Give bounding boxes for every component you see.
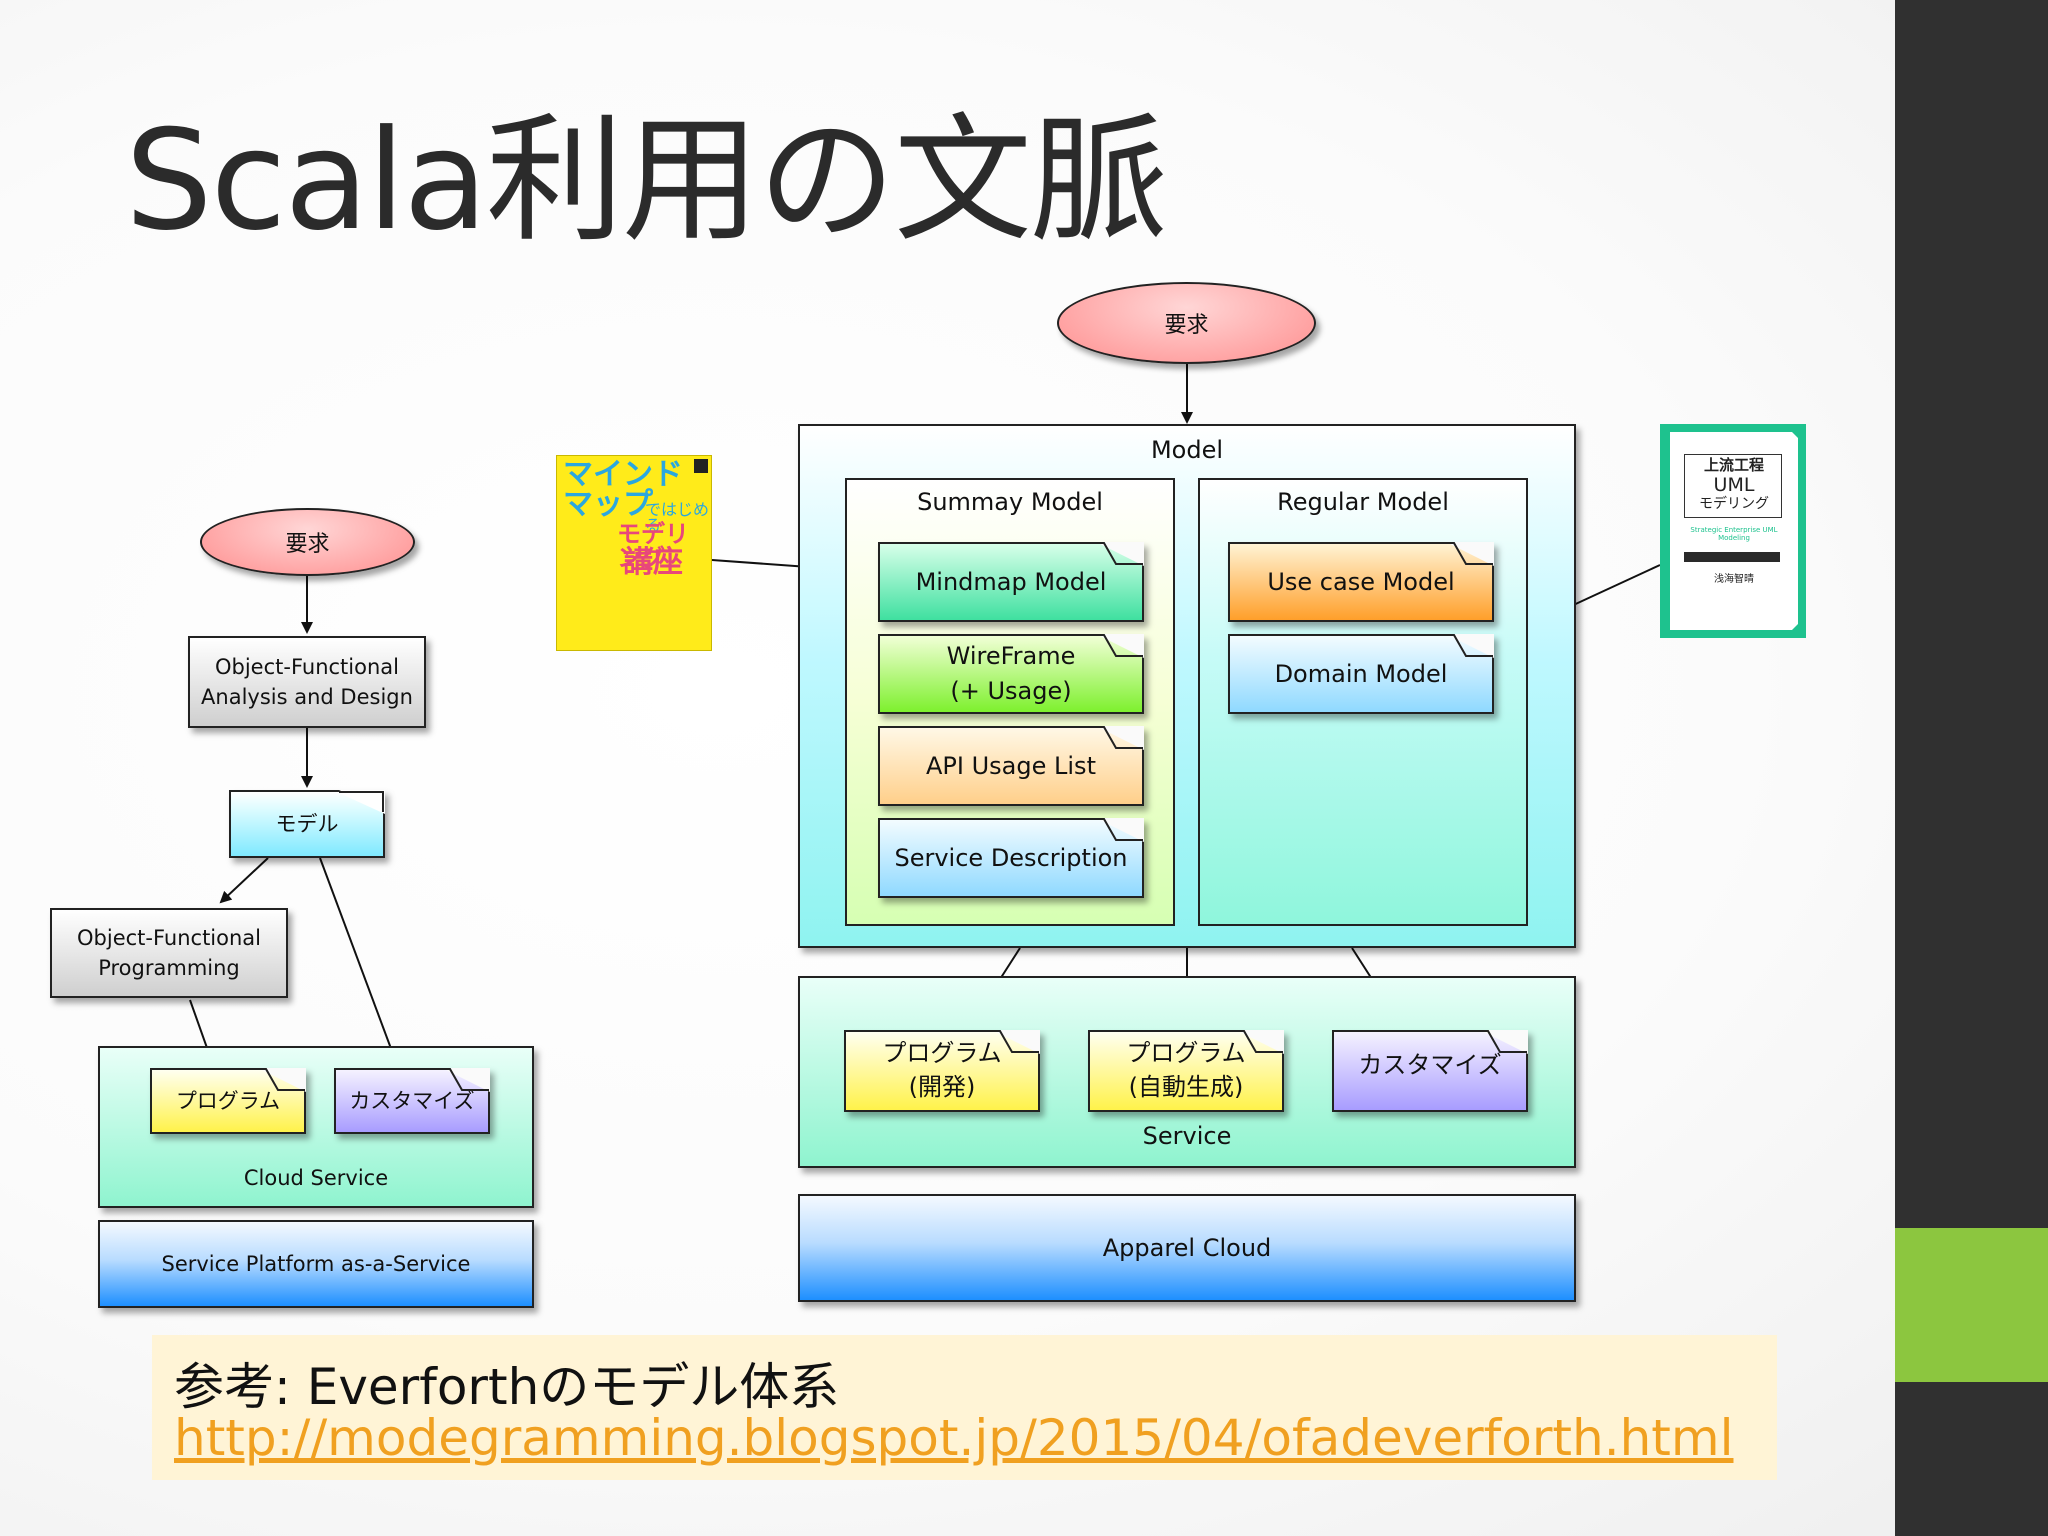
note-fold-icon	[258, 1068, 306, 1092]
slide-title: Scala利用の文脈	[125, 100, 1168, 261]
spaas-label: Service Platform as-a-Service	[161, 1252, 471, 1276]
book-title-line3: ではじめる	[645, 500, 710, 535]
mindmap-model-note: Mindmap Model	[878, 542, 1144, 622]
summary-model-label: Summay Model	[917, 488, 1103, 516]
note-fold-icon	[1446, 634, 1494, 658]
spaas-box: Service Platform as-a-Service	[98, 1220, 534, 1308]
customize-note-left: カスタマイズ	[334, 1068, 490, 1134]
domain-model-note: Domain Model	[1228, 634, 1494, 714]
ofad-box: Object-Functional Analysis and Design	[188, 636, 426, 728]
uml-title-line1: 上流工程	[1703, 456, 1764, 474]
cloud-service-label: Cloud Service	[243, 1166, 389, 1190]
requirement-ellipse-left: 要求	[200, 508, 415, 576]
book-title-line1: マインド	[563, 457, 683, 492]
ofad-label: Object-Functional Analysis and Design	[201, 654, 413, 709]
note-fold-icon	[337, 791, 385, 814]
customize-label-right: カスタマイズ	[1358, 1051, 1502, 1079]
service-container-label: Service	[1142, 1122, 1232, 1150]
model-container-label: Model	[1150, 436, 1224, 464]
note-fold-icon	[1096, 726, 1144, 750]
model-note-label: モデル	[275, 811, 339, 836]
ofp-label: Object-Functional Programming	[77, 925, 261, 980]
book-badge-icon	[694, 459, 708, 473]
uml-author: 浅海智晴	[1714, 574, 1754, 585]
book-title-line2: マップ	[563, 487, 653, 522]
apparel-cloud-box: Apparel Cloud	[798, 1194, 1576, 1302]
api-usage-note: API Usage List	[878, 726, 1144, 806]
note-fold-icon	[1446, 542, 1494, 566]
book-title-line5: 講座	[623, 545, 683, 580]
requirement-label-right: 要求	[1164, 313, 1209, 338]
requirement-ellipse-right: 要求	[1057, 282, 1316, 364]
note-fold-icon	[1236, 1030, 1284, 1054]
requirement-label: 要求	[285, 532, 330, 557]
model-note-left: モデル	[229, 790, 385, 858]
reference-link[interactable]: http://modegramming.blogspot.jp/2015/04/…	[174, 1409, 1734, 1467]
wireframe-note: WireFrame (+ Usage)	[878, 634, 1144, 714]
note-fold-icon	[1096, 818, 1144, 842]
customize-note-right: カスタマイズ	[1332, 1030, 1528, 1112]
domain-model-label: Domain Model	[1274, 659, 1448, 688]
usecase-model-label: Use case Model	[1267, 567, 1455, 596]
service-description-note: Service Description	[878, 818, 1144, 898]
customize-label-left: カスタマイズ	[349, 1088, 475, 1113]
note-fold-icon	[1480, 1030, 1528, 1054]
uml-title-line2: UML	[1713, 474, 1755, 496]
reference-box: 参考: Everforthのモデル体系 http://modegramming.…	[152, 1335, 1777, 1480]
program-note-left: プログラム	[150, 1068, 306, 1134]
note-fold-icon	[1096, 542, 1144, 566]
uml-subtitle: Strategic Enterprise UML Modeling	[1690, 526, 1778, 543]
note-fold-icon	[1096, 634, 1144, 658]
uml-book-cover: 上流工程 UML モデリング Strategic Enterprise UML …	[1660, 424, 1806, 638]
api-usage-label: API Usage List	[926, 751, 1096, 780]
arrow-model-to-ofp	[219, 857, 269, 904]
arrow-model-to-customize	[319, 857, 399, 1064]
mindmap-book-cover: マインド マップ ではじめる モデリング 講座	[556, 455, 712, 651]
mindmap-model-label: Mindmap Model	[915, 567, 1107, 596]
note-fold-icon	[992, 1030, 1040, 1054]
service-description-label: Service Description	[894, 843, 1128, 872]
program-label-left: プログラム	[175, 1088, 281, 1113]
program-auto-note: プログラム (自動生成)	[1088, 1030, 1284, 1112]
usecase-model-note: Use case Model	[1228, 542, 1494, 622]
note-fold-icon	[442, 1068, 490, 1092]
sidebar-accent-bar	[1895, 1228, 2048, 1382]
regular-model-label: Regular Model	[1277, 488, 1449, 516]
ofp-box: Object-Functional Programming	[50, 908, 288, 998]
program-dev-label: プログラム (開発)	[882, 1039, 1002, 1101]
reference-title: 参考: Everforthのモデル体系	[174, 1358, 840, 1416]
program-auto-label: プログラム (自動生成)	[1126, 1039, 1246, 1101]
program-dev-note: プログラム (開発)	[844, 1030, 1040, 1112]
apparel-cloud-label: Apparel Cloud	[1102, 1234, 1272, 1262]
uml-title-line3: モデリング	[1699, 496, 1769, 512]
book-title-line4: モデリング	[617, 520, 689, 572]
wireframe-label: WireFrame (+ Usage)	[946, 642, 1076, 705]
